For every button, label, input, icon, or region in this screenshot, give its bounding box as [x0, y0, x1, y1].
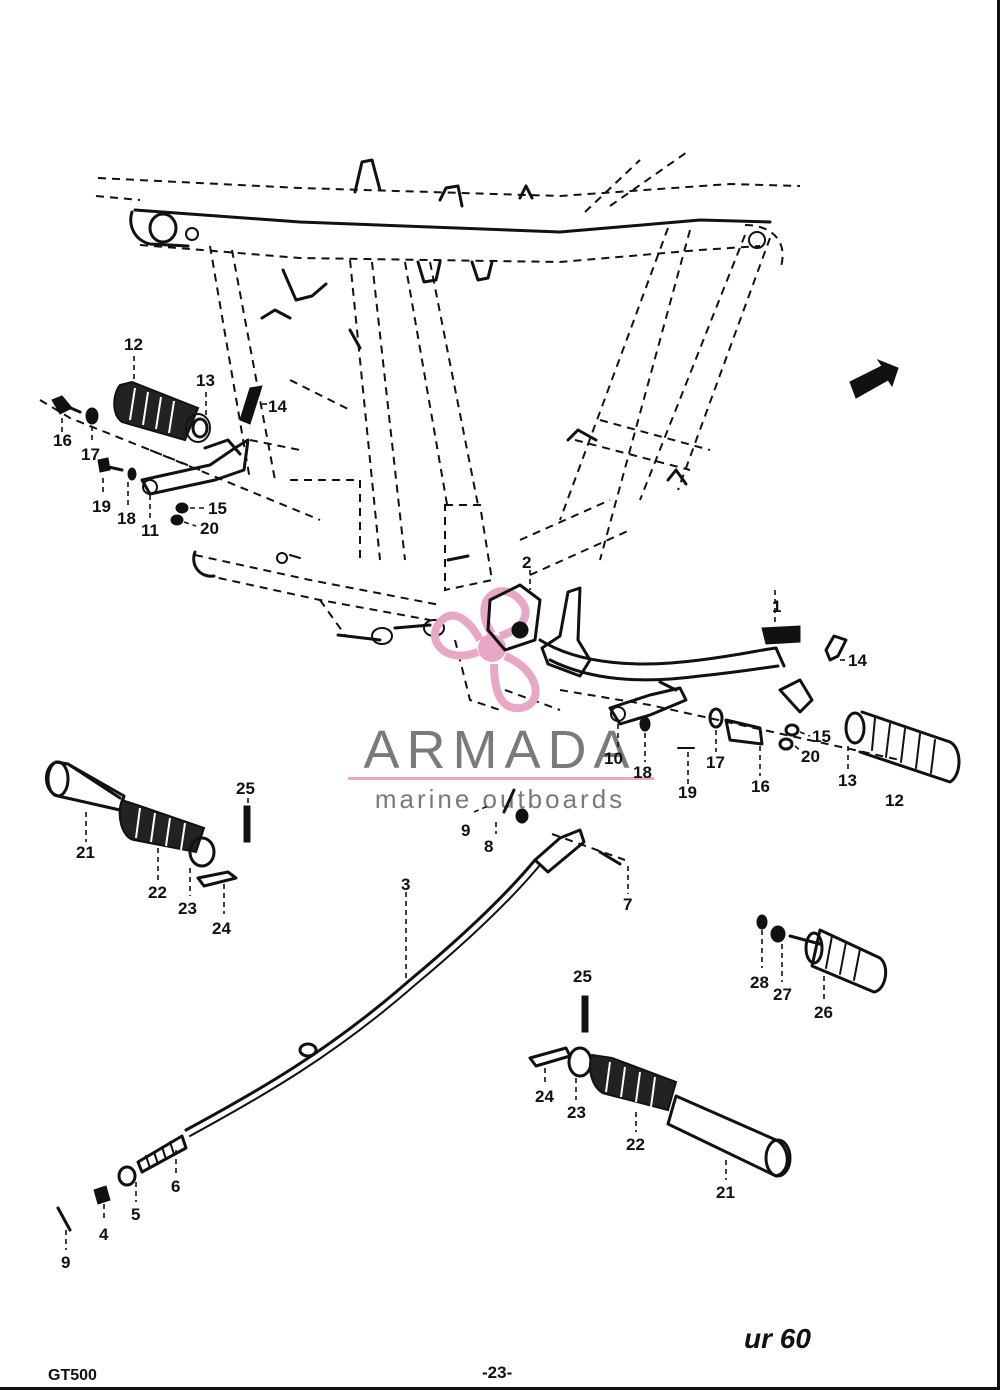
- callout-23-left: 23: [178, 899, 197, 918]
- callout-6: 6: [171, 1177, 180, 1196]
- callout-labels: 1 2 3 4 5 6 7 8 9 9 10 11 12 12 13 13 14…: [53, 335, 904, 1272]
- footrest-pin: [239, 385, 263, 425]
- rear-footrest-small: [756, 914, 888, 1000]
- brake-cable: [184, 858, 537, 1132]
- callout-19-right: 19: [678, 783, 697, 802]
- footrest-washer: [191, 417, 209, 439]
- callout-4: 4: [99, 1225, 109, 1244]
- brake-pedal-rubber: [761, 625, 801, 645]
- callout-24-left: 24: [212, 919, 231, 938]
- callout-18-left: 18: [117, 509, 136, 528]
- callout-25-right: 25: [573, 967, 592, 986]
- page-border-bottom: [0, 1387, 1000, 1390]
- footrest-rubber: [113, 380, 211, 443]
- callout-20-right: 20: [801, 747, 820, 766]
- callout-11: 11: [141, 521, 159, 540]
- callout-20-left: 20: [200, 519, 219, 538]
- callout-12-left: 12: [124, 335, 143, 354]
- left-front-footrest-group: [39, 356, 321, 527]
- right-footrest-group: [486, 570, 961, 786]
- callout-22-left: 22: [148, 883, 167, 902]
- footrest-bolt-right: [724, 718, 764, 746]
- cable-spring: [136, 1134, 188, 1174]
- footrest-bracket: [140, 438, 250, 496]
- watermark-brand: ARMADA: [363, 720, 636, 780]
- callout-1: 1: [772, 597, 781, 616]
- direction-arrow-icon: [849, 358, 899, 399]
- callout-3: 3: [401, 875, 410, 894]
- callout-25-left: 25: [236, 779, 255, 798]
- callout-8: 8: [484, 837, 493, 856]
- model-label: GT500: [48, 1367, 97, 1384]
- callout-22-right: 22: [626, 1135, 645, 1154]
- callout-2: 2: [522, 553, 531, 572]
- callout-27: 27: [773, 985, 792, 1004]
- frame-drawing: [95, 149, 899, 711]
- pillion-footrest-left: [45, 760, 251, 914]
- pillion-footrest-right: [528, 995, 792, 1180]
- callout-9-lower: 9: [61, 1253, 70, 1272]
- callout-16-left: 16: [53, 431, 72, 450]
- footrest-bolt: [51, 395, 73, 415]
- callout-12-right: 12: [885, 791, 904, 810]
- watermark: ARMADA marine outboards: [348, 587, 654, 814]
- page-number: -23-: [482, 1363, 512, 1382]
- footrest-bracket-right: [608, 686, 688, 726]
- watermark-tagline: marine outboards: [375, 784, 625, 814]
- footrest-rubber-right: [844, 710, 961, 784]
- callout-10: 10: [604, 749, 623, 768]
- callout-28: 28: [750, 973, 769, 992]
- pillion-shaft: [45, 760, 126, 812]
- callout-23-right: 23: [567, 1103, 586, 1122]
- callout-15-right: 15: [812, 727, 831, 746]
- pillion-shaft-right: [666, 1094, 789, 1178]
- callout-5: 5: [131, 1205, 140, 1224]
- page-border-right: [997, 0, 1000, 1390]
- callout-9-upper: 9: [461, 821, 470, 840]
- propeller-logo-icon: [431, 587, 540, 713]
- callout-13-right: 13: [838, 771, 857, 790]
- callout-19-left: 19: [92, 497, 111, 516]
- callout-13-left: 13: [196, 371, 215, 390]
- callout-16-right: 16: [751, 777, 770, 796]
- callout-18-right: 18: [633, 763, 652, 782]
- callout-21-right: 21: [716, 1183, 735, 1202]
- callout-14-right: 14: [848, 651, 867, 670]
- callout-14-left: 14: [268, 397, 287, 416]
- footer: GT500 -23- ur 60: [48, 1323, 811, 1384]
- callout-17-left: 17: [81, 445, 100, 464]
- callout-21-left: 21: [76, 843, 95, 862]
- watermark-rule: [348, 777, 654, 780]
- callout-15-left: 15: [208, 499, 227, 518]
- brake-pivot: [486, 583, 542, 652]
- brake-cable-group: [56, 788, 629, 1250]
- callout-17-right: 17: [706, 753, 725, 772]
- footrest-nut: [85, 407, 99, 425]
- callout-24-right: 24: [535, 1087, 554, 1106]
- callout-7: 7: [623, 895, 632, 914]
- brake-pedal: [540, 586, 592, 678]
- callout-26: 26: [814, 1003, 833, 1022]
- diagram-code: ur 60: [744, 1323, 811, 1354]
